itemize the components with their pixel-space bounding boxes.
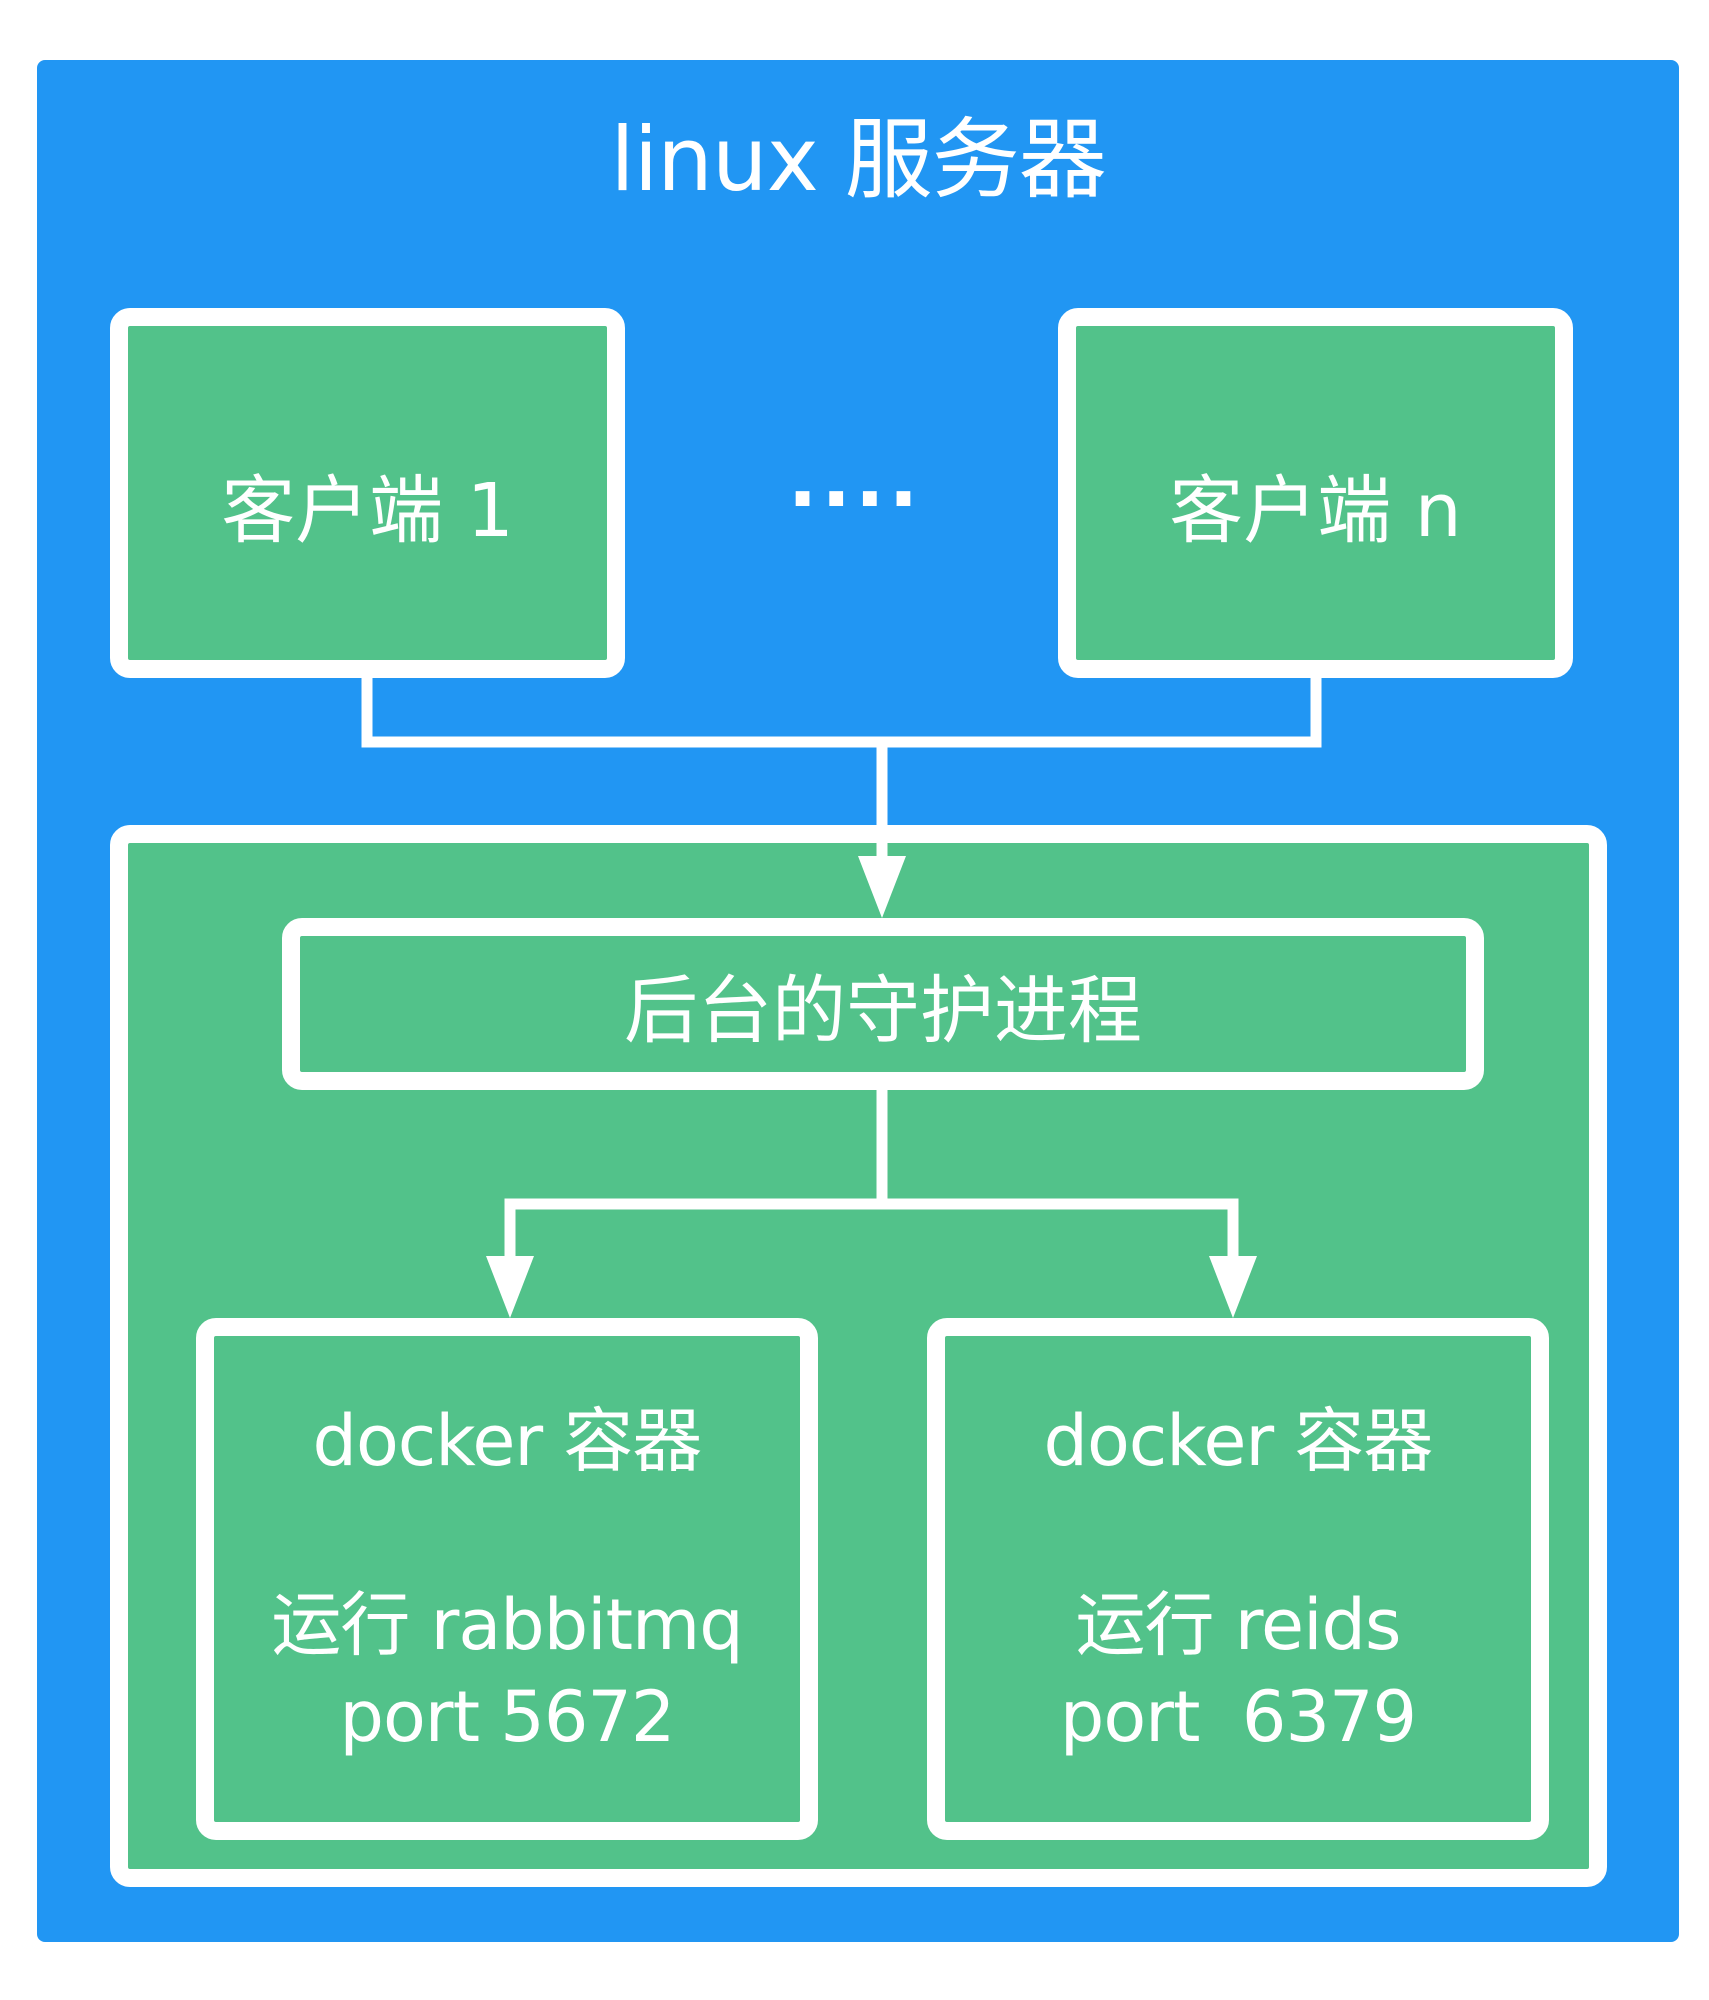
daemon-to-container-1-connector xyxy=(504,1090,888,1260)
server-title: linux 服务器 xyxy=(610,108,1107,211)
container-port: port 5672 xyxy=(339,1676,676,1758)
client-n-box: 客户端 n xyxy=(1058,308,1573,678)
client-n-connector xyxy=(882,678,1322,748)
arrowhead-to-container-1 xyxy=(486,1256,534,1318)
daemon-box: 后台的守护进程 xyxy=(282,918,1484,1090)
daemon-label: 后台的守护进程 xyxy=(624,967,1142,1054)
container-service: 运行 rabbitmq xyxy=(271,1584,743,1666)
client-1-box: 客户端 1 xyxy=(110,308,625,678)
client-1-label: 客户端 1 xyxy=(221,467,514,554)
arrowhead-to-container-2 xyxy=(1209,1256,1257,1318)
container-title: docker 容器 xyxy=(1043,1400,1434,1482)
container-service: 运行 reids xyxy=(1075,1584,1402,1666)
docker-container-rabbitmq: docker 容器 运行 rabbitmq port 5672 xyxy=(196,1318,818,1840)
daemon-to-container-2-connector xyxy=(882,1198,1239,1260)
client-n-label: 客户端 n xyxy=(1169,467,1462,554)
arrowhead-to-daemon xyxy=(858,856,906,918)
docker-container-redis: docker 容器 运行 reids port 6379 xyxy=(927,1318,1549,1840)
clients-ellipsis: .... xyxy=(787,435,923,525)
container-port: port 6379 xyxy=(1059,1676,1417,1758)
client-1-connector xyxy=(361,678,888,860)
container-title: docker 容器 xyxy=(312,1400,703,1482)
